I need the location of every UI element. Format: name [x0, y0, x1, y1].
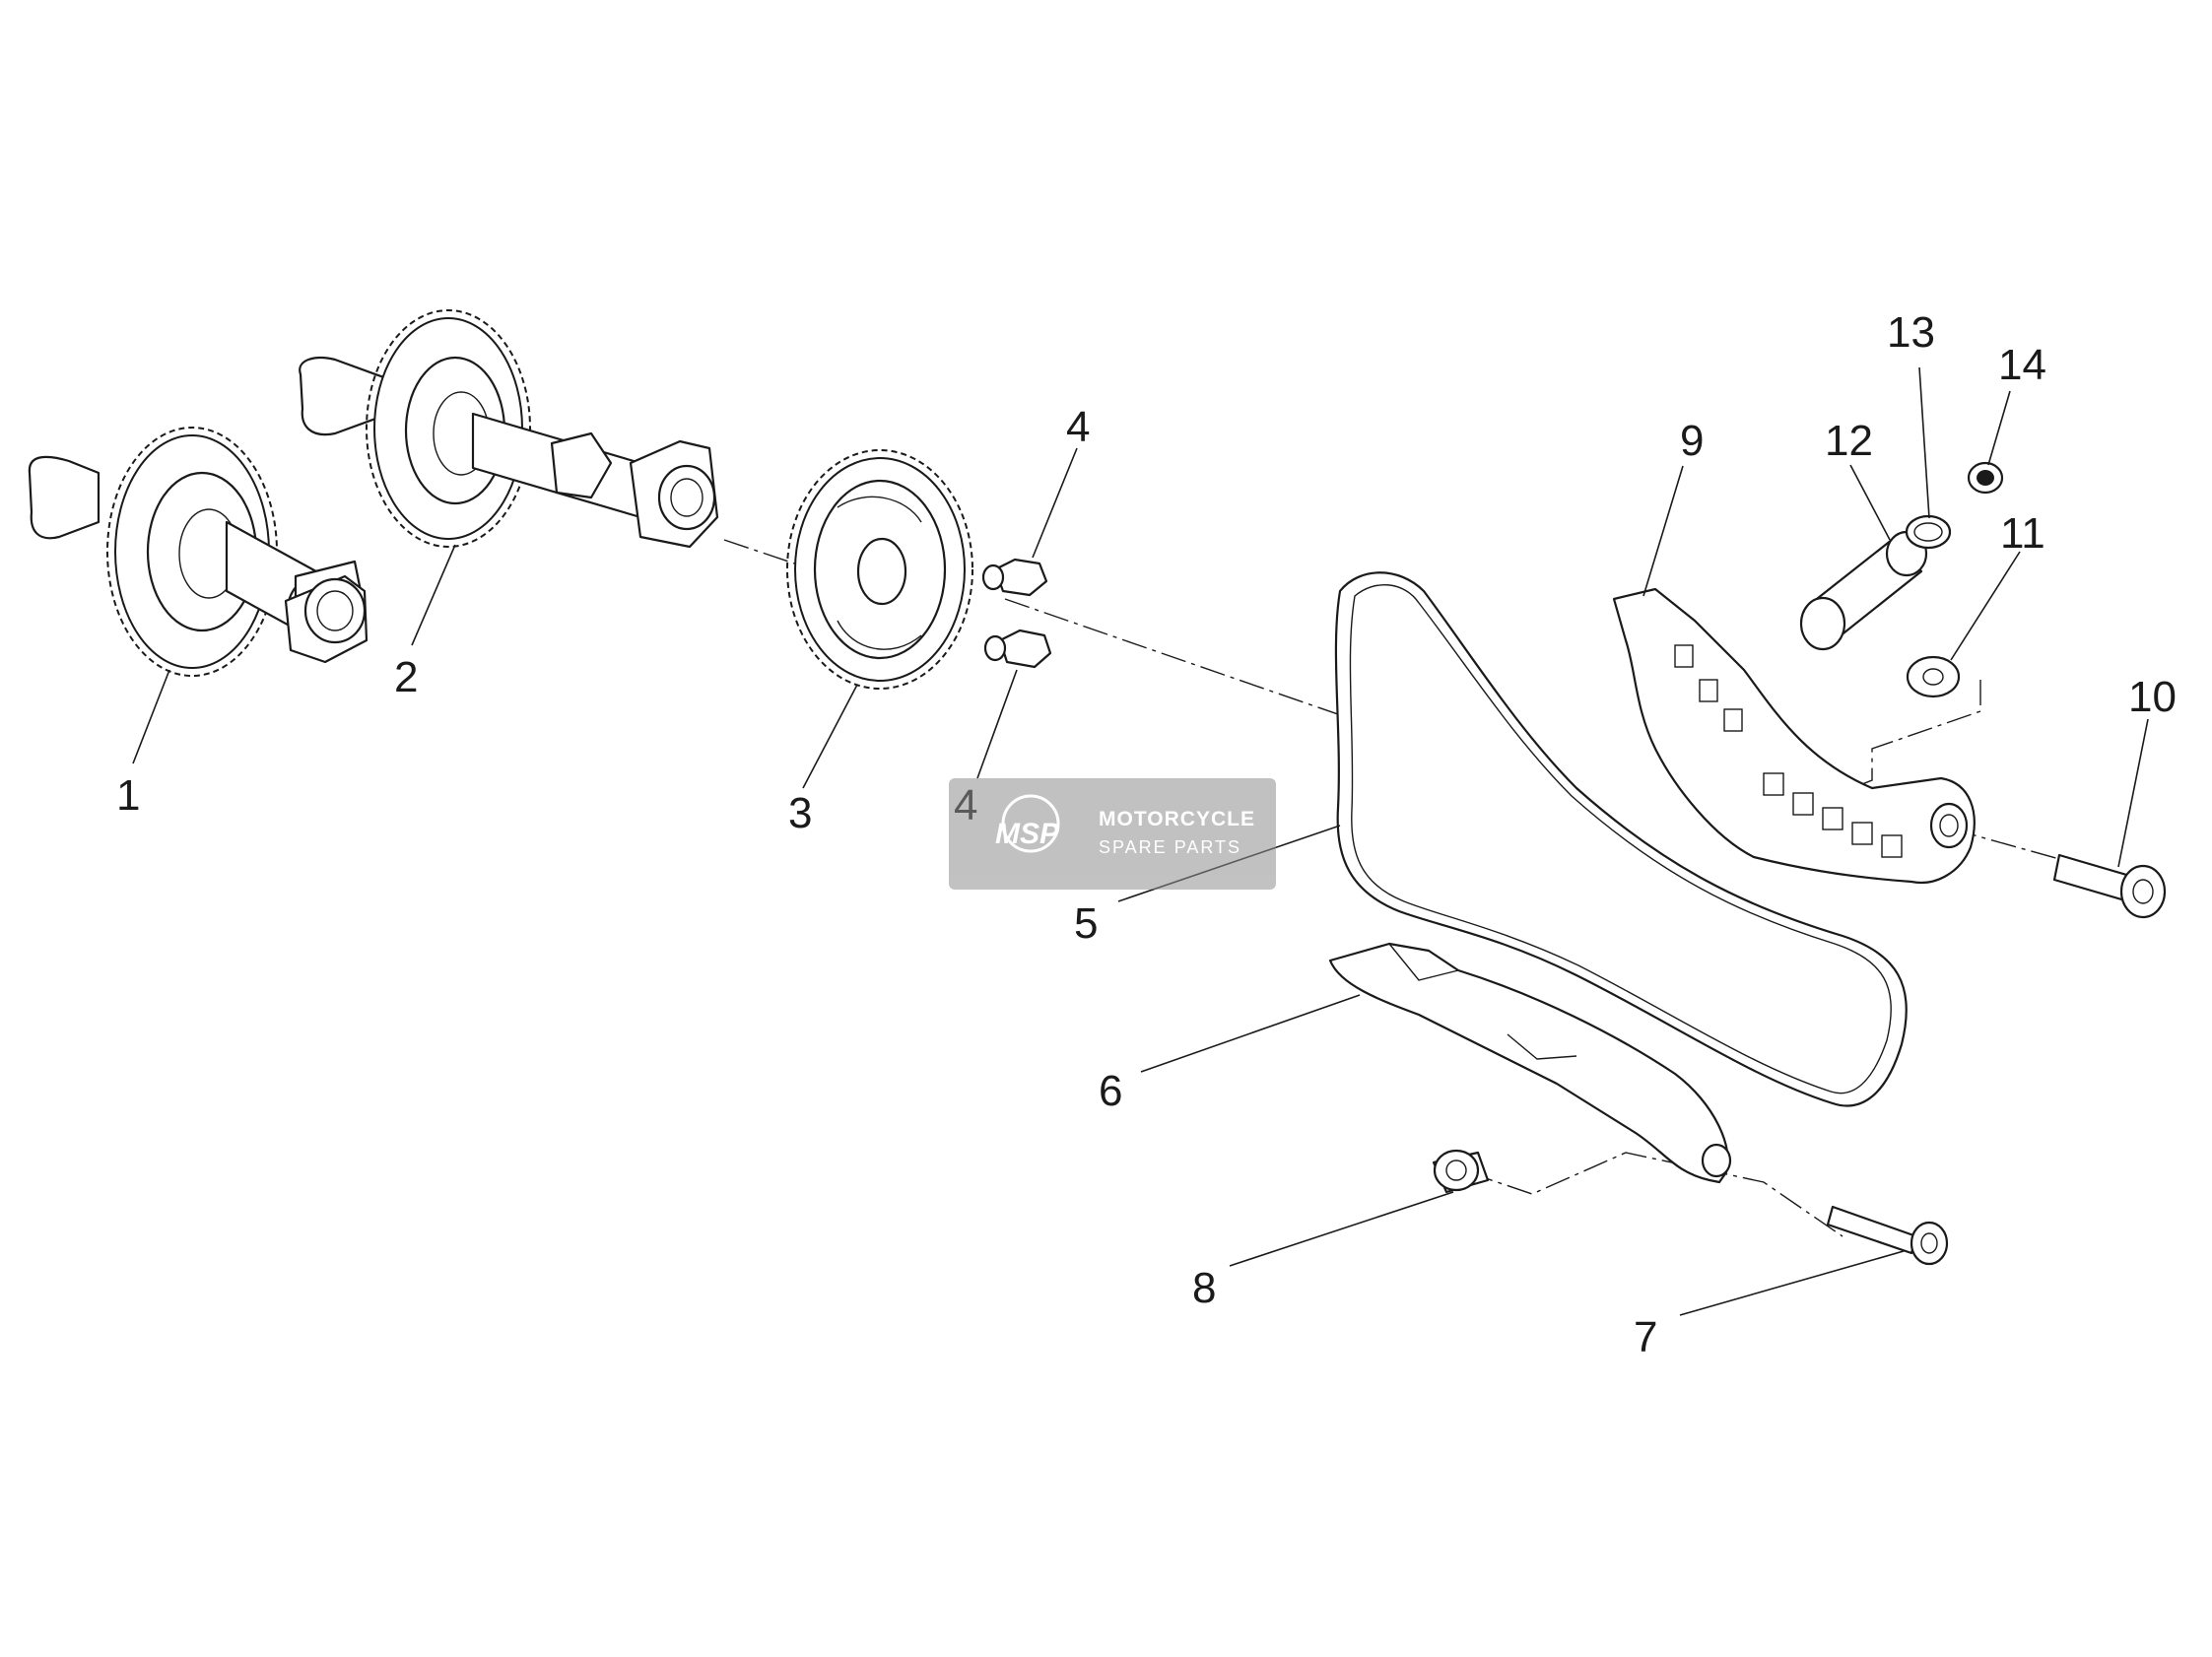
tensioner-slider-9: [1612, 587, 1976, 885]
o-ring-13: [1905, 514, 1952, 550]
sprocket-3: [786, 449, 973, 690]
watermark-line2: SPARE PARTS: [1099, 837, 1241, 857]
chain-guide-6: [1328, 942, 1732, 1184]
part-number-8: 8: [1192, 1264, 1216, 1312]
part-number-14: 14: [1998, 341, 2046, 389]
part-number-10: 10: [2128, 673, 2177, 721]
part-number-6: 6: [1099, 1067, 1122, 1115]
camshaft-gear-1: [28, 427, 369, 677]
part-number-7: 7: [1634, 1313, 1657, 1361]
part-number-2: 2: [394, 653, 418, 701]
watermark-background: [949, 778, 1276, 890]
part-number-1: 1: [116, 771, 140, 820]
part-number-12: 12: [1825, 417, 1873, 465]
tensioner-plunger-12: [1799, 530, 1928, 651]
bolt-4-upper: [981, 558, 1048, 597]
part-number-13: 13: [1887, 308, 1935, 357]
bolt-10: [2052, 853, 2167, 919]
part-number-3: 3: [788, 789, 812, 837]
bushing-8: [1432, 1149, 1490, 1194]
washer-11: [1906, 655, 1961, 698]
part-number-4-upper: 4: [1066, 403, 1090, 451]
watermark: MSP MOTORCYCLE SPARE PARTS: [949, 778, 1276, 890]
part-number-11: 11: [2000, 509, 2045, 558]
part-number-5: 5: [1074, 899, 1098, 948]
timing-chain-5: [1334, 571, 1908, 1107]
watermark-logo-icon: [1001, 794, 1060, 853]
watermark-line1: MOTORCYCLE: [1099, 808, 1255, 830]
bolt-7: [1826, 1205, 1949, 1266]
seal-washer-14: [1967, 461, 2004, 495]
watermark-logo: MSP: [995, 818, 1060, 850]
part-number-9: 9: [1680, 417, 1704, 465]
camshaft-gear-2: [299, 309, 719, 549]
bolt-4-lower: [983, 629, 1052, 669]
